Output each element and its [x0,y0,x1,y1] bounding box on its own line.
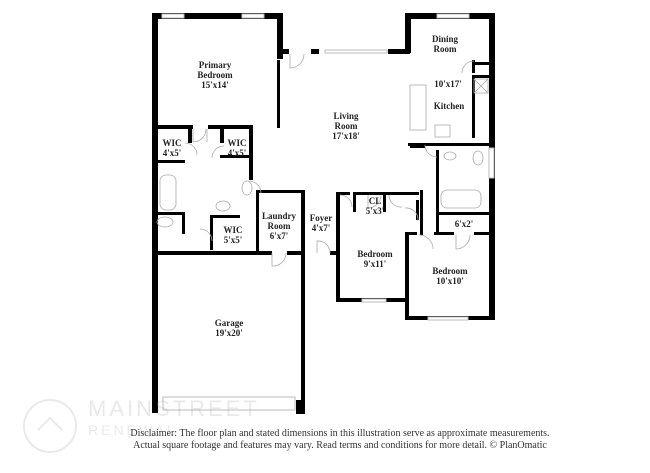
room-label-dining-room: Dining Room [431,34,459,54]
disclaimer: Disclaimer: The floor plan and stated di… [130,428,550,451]
watermark-text: MAINSTREET [88,396,260,421]
garage-door [162,396,296,411]
room-label-closet: CL 5'x3' [365,196,385,216]
room-label-foyer: Foyer 4'x7' [309,213,333,233]
window [241,13,265,19]
window [361,298,387,303]
room-label-bedroom-2: Bedroom 9'x11' [357,249,393,269]
room-label-bedroom-3: Bedroom 10'x10' [432,266,468,286]
room-label-wic-left: WIC 4'x5' [162,138,182,158]
room-label-laundry-room: Laundry Room 6'x7' [261,211,297,241]
bathtub [440,189,482,209]
room-label-primary-bedroom: Primary Bedroom 15'x14' [197,60,233,90]
room-label-wic-lower: WIC 5'x5' [223,225,243,245]
bathtub [159,174,177,211]
window [488,147,495,179]
room-label-hall-closet: 6'x2' [454,219,474,229]
sliding-door [324,49,388,54]
room-label-wic-right: WIC 4'x5' [227,138,247,158]
window [161,13,185,19]
wall-north-primary [152,13,282,19]
window [427,316,469,321]
room-label-garage: Garage 19'x20' [214,318,244,338]
room-label-kitchen: Kitchen [433,101,465,111]
window [436,13,470,19]
logo-circle-icon [23,399,77,453]
watermark-subtext: RENEWAL [88,422,178,438]
room-label-living-room: Living Room 17'x18' [332,111,360,141]
watermark-logo: MAINSTREET RENEWAL [20,396,260,456]
room-label-kitchen-dims: 10'x17' [434,79,462,89]
